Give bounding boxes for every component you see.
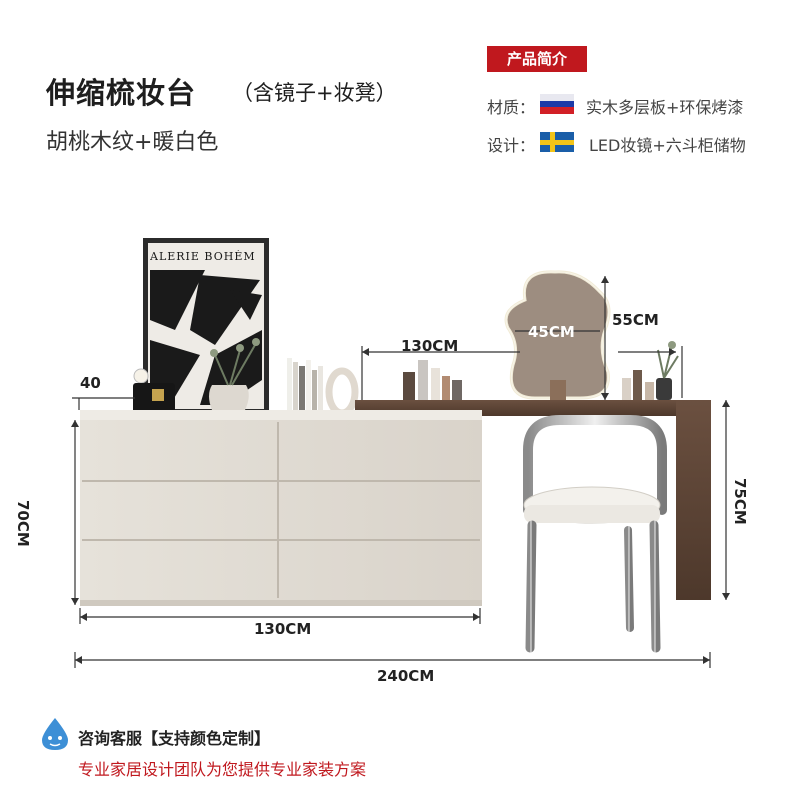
- lamp: [133, 368, 175, 413]
- plant-vase: [209, 338, 260, 410]
- cabinet: [80, 410, 482, 606]
- desk-height-label: 75CM: [731, 478, 749, 525]
- service-droplet-icon[interactable]: [38, 716, 72, 752]
- material-value: 实木多层板+环保烤漆: [586, 98, 744, 117]
- cabinet-width-label: 130CM: [254, 620, 312, 638]
- ring-ornament: [325, 367, 359, 417]
- desk-leg: [676, 400, 711, 600]
- total-width-label: 240CM: [377, 667, 435, 685]
- desk-top-width-label: 130CM: [401, 337, 459, 355]
- product-color: 胡桃木纹+暖白色: [46, 130, 219, 155]
- mirror-height-label: 55CM: [612, 311, 659, 329]
- chair: [523, 415, 667, 653]
- contact-subtitle: 专业家居设计团队为您提供专业家装方案: [78, 760, 367, 779]
- product-subtitle: （含镜子+妆凳）: [232, 81, 397, 105]
- dimension-lines: [72, 276, 727, 668]
- product-title: 伸缩梳妆台: [46, 76, 197, 110]
- intro-badge: 产品简介: [487, 46, 587, 72]
- material-label: 材质：: [487, 98, 536, 117]
- design-value: LED妆镜+六斗柜储物: [589, 136, 746, 155]
- cosmetic-jar: [550, 380, 566, 400]
- contact-title[interactable]: 咨询客服【支持颜色定制】: [78, 729, 271, 748]
- cosmetics-left: [403, 360, 462, 400]
- mirror-width-label: 45CM: [528, 323, 575, 341]
- design-label: 设计：: [487, 136, 536, 155]
- dimension-arrows: [71, 276, 730, 664]
- russia-flag-icon: [540, 94, 574, 114]
- led-mirror: [504, 270, 611, 400]
- sweden-flag-icon: [540, 132, 574, 152]
- top-gap-label: 40: [80, 374, 101, 392]
- cabinet-height-label: 70CM: [14, 500, 32, 547]
- books: [287, 358, 323, 412]
- product-illustration: [71, 238, 730, 668]
- poster-text: ALERIE BOHÈM: [150, 250, 256, 263]
